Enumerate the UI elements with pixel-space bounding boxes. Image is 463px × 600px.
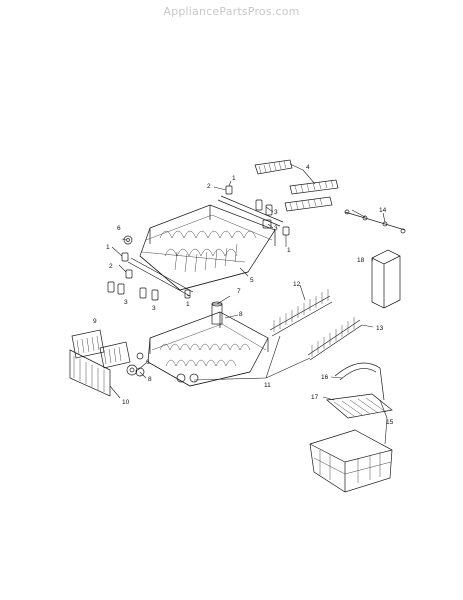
callout-3-upper: 3 xyxy=(274,209,278,216)
rail-clips xyxy=(107,185,290,301)
cutlery-basket xyxy=(309,362,393,493)
callout-2-left: 2 xyxy=(109,263,113,270)
callout-3-center: 3 xyxy=(152,305,156,312)
callout-6-lower: 6 xyxy=(146,359,150,366)
callout-18: 18 xyxy=(357,257,365,264)
callout-12: 12 xyxy=(293,281,301,288)
callout-5: 5 xyxy=(250,277,254,284)
rack-wheels xyxy=(126,352,199,383)
callout-14: 14 xyxy=(379,207,387,214)
callout-1-upper: 1 xyxy=(232,175,236,182)
tine-rows xyxy=(269,289,363,361)
callout-3-left: 3 xyxy=(124,299,128,306)
callout-4: 4 xyxy=(306,164,310,171)
callout-17: 17 xyxy=(311,394,319,401)
callout-2-upper: 2 xyxy=(207,183,211,190)
callout-7: 7 xyxy=(237,288,241,295)
callout-11: 11 xyxy=(264,382,271,389)
callout-16: 16 xyxy=(321,374,329,381)
watermark: AppliancePartsPros.com xyxy=(163,5,300,18)
leader-lines xyxy=(109,163,388,445)
rack-rails xyxy=(127,195,284,297)
callout-1-center: 1 xyxy=(186,301,190,308)
callout-8-lower: 8 xyxy=(148,376,152,383)
callout-8-upper: 8 xyxy=(239,311,243,318)
basket-insert xyxy=(371,249,401,309)
callout-10: 10 xyxy=(122,399,130,406)
callout-9: 9 xyxy=(93,318,97,325)
callout-labels: 1 2 4 3 3 1 14 6 1 2 5 3 3 1 7 8 18 12 1… xyxy=(93,164,394,426)
callout-3-mid: 3 xyxy=(274,225,278,232)
callout-15: 15 xyxy=(386,419,394,426)
callout-1-left: 1 xyxy=(106,244,110,251)
callout-13: 13 xyxy=(376,325,384,332)
fold-down-rack xyxy=(69,329,131,397)
hinge-pins xyxy=(344,209,406,234)
callout-6-upper: 6 xyxy=(117,225,121,232)
lower-rack xyxy=(147,301,269,387)
clip-tines xyxy=(254,159,339,212)
upper-rack xyxy=(139,204,276,291)
callout-1-right: 1 xyxy=(287,247,291,254)
